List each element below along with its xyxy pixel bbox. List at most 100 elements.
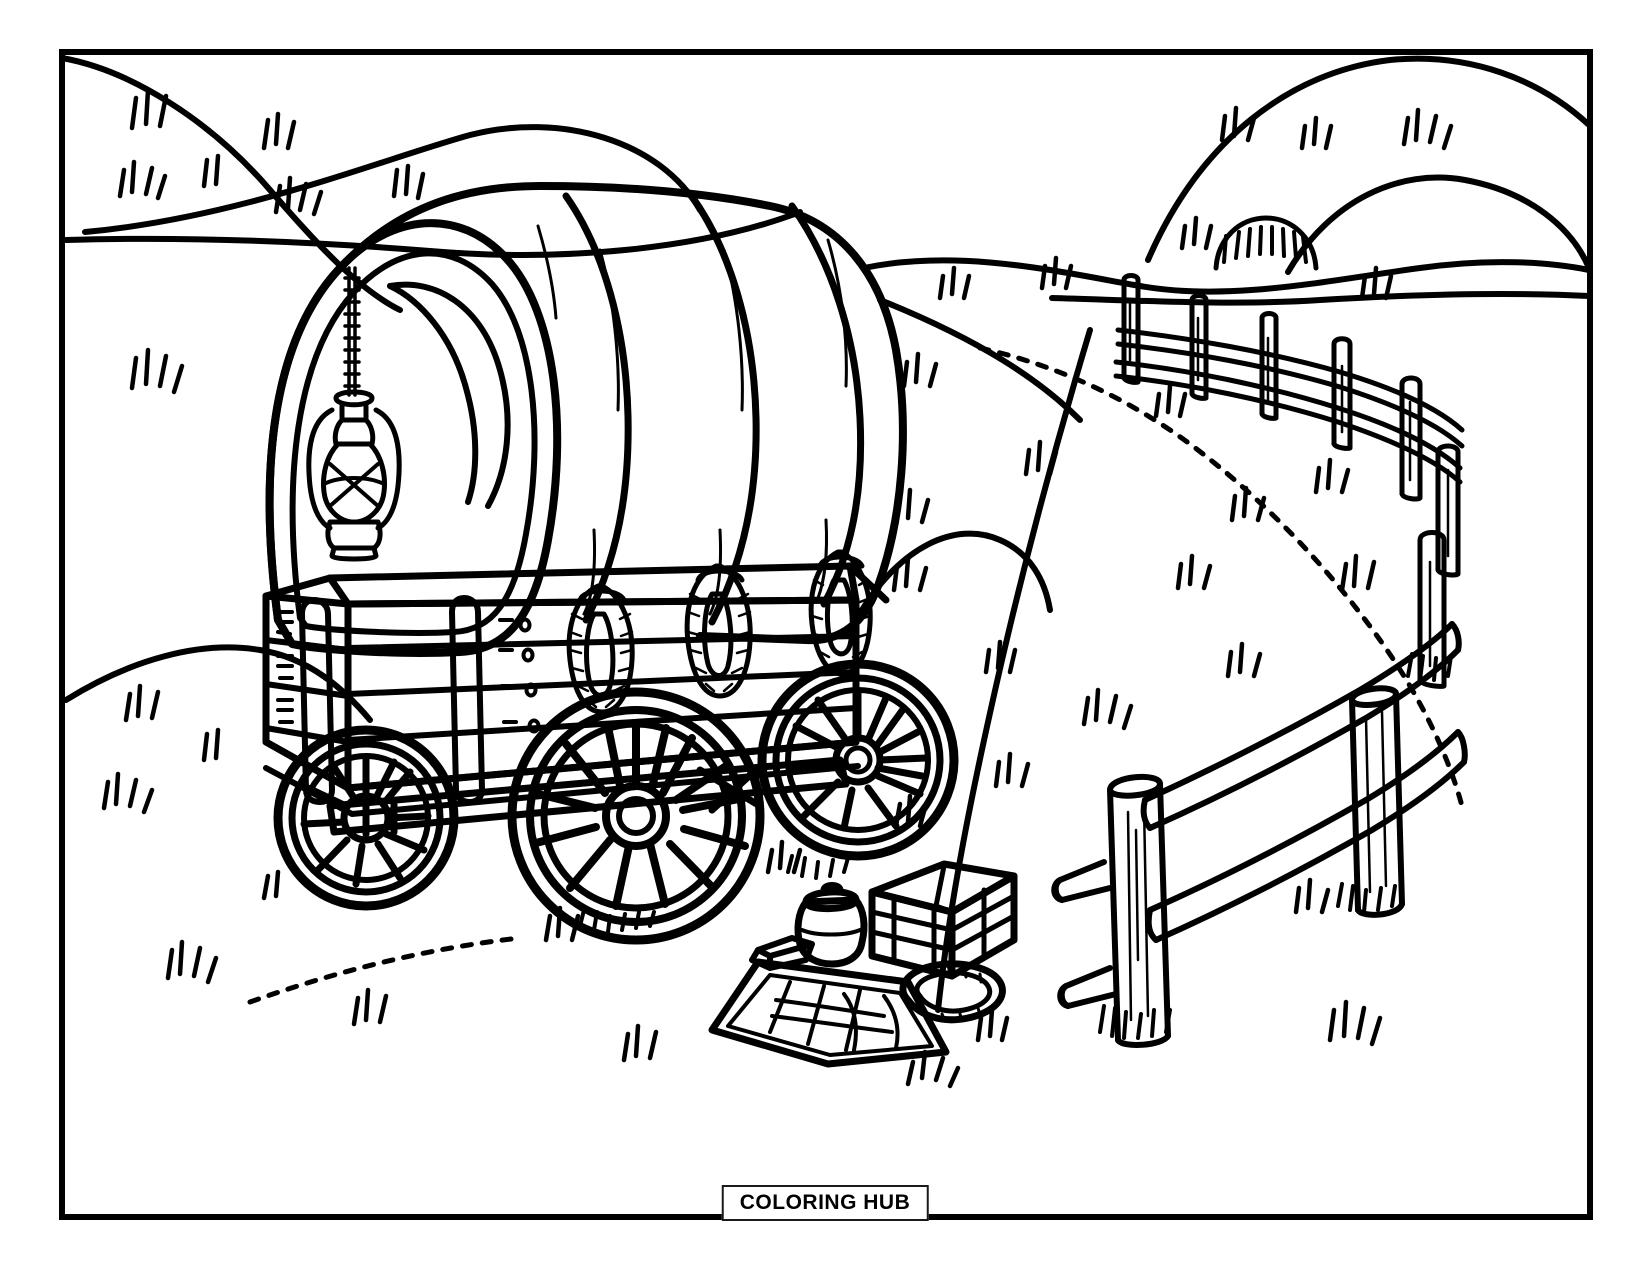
fence-near-rail-bot-inner bbox=[1153, 759, 1467, 943]
bolt-dots bbox=[498, 617, 541, 734]
sun-disc bbox=[1213, 215, 1319, 271]
rope-loop bbox=[808, 549, 873, 677]
grass-tuft bbox=[273, 175, 324, 217]
wheel-hub-inner bbox=[616, 796, 656, 836]
post-top-ellipse bbox=[1107, 773, 1163, 799]
hill-left-mid bbox=[82, 124, 703, 235]
pot bbox=[794, 882, 868, 968]
dirt-trail bbox=[247, 345, 1465, 1005]
grass-tuft bbox=[351, 987, 389, 1027]
rope-loop-hitch bbox=[695, 568, 745, 583]
grass-tuft bbox=[1023, 439, 1059, 477]
grass-tuft bbox=[1081, 687, 1134, 731]
fence-post bbox=[1259, 311, 1279, 421]
crate-corner-posts bbox=[891, 887, 987, 975]
grass-tuft bbox=[891, 555, 929, 593]
grass-tuft bbox=[893, 487, 931, 525]
rope-loop bbox=[684, 563, 753, 699]
crate-side bbox=[948, 872, 1018, 980]
lantern-globe-ring bbox=[322, 476, 386, 486]
grass-tufts bbox=[101, 87, 1454, 1089]
rope-twist-ticks bbox=[686, 592, 752, 693]
lantern-globe-cross bbox=[328, 462, 380, 508]
lantern-cap bbox=[333, 389, 375, 408]
bonnet-front-hoop-inner bbox=[289, 250, 538, 636]
rope-tongue bbox=[824, 577, 855, 657]
coloring-hub-logo-text: COLORING HUB bbox=[739, 1191, 911, 1214]
grass-tuft bbox=[983, 639, 1018, 675]
grass-tuft bbox=[1175, 553, 1213, 591]
grass-tuft bbox=[101, 771, 155, 815]
grass-tuft bbox=[261, 111, 297, 151]
grass-tuft bbox=[117, 159, 168, 201]
map-sheet bbox=[708, 958, 950, 1068]
grass-tuft bbox=[129, 87, 169, 131]
horizon-right-lower bbox=[877, 297, 1083, 423]
wagon-box bbox=[262, 562, 890, 817]
grass-tuft bbox=[1401, 107, 1454, 151]
grass-tuft bbox=[1219, 105, 1257, 143]
grass-tuft bbox=[1179, 215, 1214, 251]
grass-tuft bbox=[1299, 115, 1334, 151]
wheel-tire-outer bbox=[507, 687, 765, 945]
rope-coil-inner bbox=[914, 970, 993, 1014]
sun-rays bbox=[1222, 225, 1308, 264]
grass-tuft bbox=[905, 1049, 961, 1089]
rising-sun bbox=[1213, 215, 1319, 271]
wheel-spokes bbox=[530, 720, 749, 910]
oil-lantern bbox=[306, 389, 402, 562]
grass-tuft bbox=[1225, 641, 1263, 679]
axle-beam-left-cap bbox=[326, 802, 338, 836]
wheel-spokes bbox=[786, 688, 930, 832]
rope-loop-hitch bbox=[817, 554, 865, 569]
fence-post bbox=[1189, 293, 1209, 401]
fence-near-rail-bot-end bbox=[1455, 729, 1468, 765]
fence-far-grain bbox=[1128, 298, 1450, 668]
grass-tuft bbox=[901, 351, 939, 389]
grass-tuft bbox=[543, 905, 581, 943]
fence-post bbox=[1121, 273, 1141, 385]
pot-band bbox=[800, 928, 862, 937]
grass-tuft bbox=[621, 1023, 659, 1063]
rope-coil bbox=[899, 960, 1006, 1024]
fence-grass bbox=[1098, 652, 1453, 1040]
map-inner-edge bbox=[726, 973, 934, 1057]
coloring-hub-logo-badge: COLORING HUB bbox=[721, 1185, 929, 1221]
rope-tongue bbox=[702, 591, 734, 678]
grass-tuft bbox=[1293, 877, 1331, 915]
fence-near-rail-top-end bbox=[1449, 621, 1462, 653]
fence-near-rail-bot-outer bbox=[1147, 729, 1461, 913]
block bbox=[749, 935, 815, 971]
grass-tuft bbox=[1313, 457, 1351, 495]
wheel-tire-inner bbox=[772, 674, 944, 846]
grass-tuft bbox=[391, 163, 426, 201]
covered-wagon bbox=[262, 182, 959, 945]
horizon-right-upper bbox=[861, 257, 1592, 295]
fence-far-posts bbox=[1121, 273, 1461, 689]
ground-ticks bbox=[578, 854, 850, 934]
grass-tuft bbox=[1327, 999, 1383, 1047]
fence-near-rail-bot-cap bbox=[1145, 907, 1159, 943]
grass-tuft bbox=[123, 683, 161, 723]
canvas-rib bbox=[562, 192, 632, 624]
lantern-guard-left bbox=[306, 407, 335, 531]
wagon-wheel-front bbox=[507, 687, 765, 945]
fence-near bbox=[1051, 621, 1468, 1048]
lantern-guard-right bbox=[373, 407, 402, 531]
grass-tuft bbox=[1339, 553, 1377, 593]
wheel-tire-outer bbox=[757, 659, 959, 861]
rope-twist-ticks bbox=[810, 578, 872, 659]
grass-tuft bbox=[1359, 265, 1394, 301]
brace bbox=[449, 595, 485, 805]
rope-coil-ticks bbox=[922, 964, 983, 1023]
grass-tuft bbox=[1229, 485, 1267, 523]
wagon-wheel-far bbox=[273, 725, 459, 911]
camp-supplies bbox=[708, 860, 1018, 1068]
trail-bank-left bbox=[935, 327, 1093, 1013]
grass-tuft bbox=[129, 347, 185, 395]
hill-left-low bbox=[63, 644, 373, 723]
grass-tuft bbox=[165, 939, 219, 985]
rope-twist-ticks bbox=[568, 612, 634, 709]
post-top-ellipse bbox=[1349, 685, 1399, 708]
fence-post bbox=[1399, 375, 1423, 502]
